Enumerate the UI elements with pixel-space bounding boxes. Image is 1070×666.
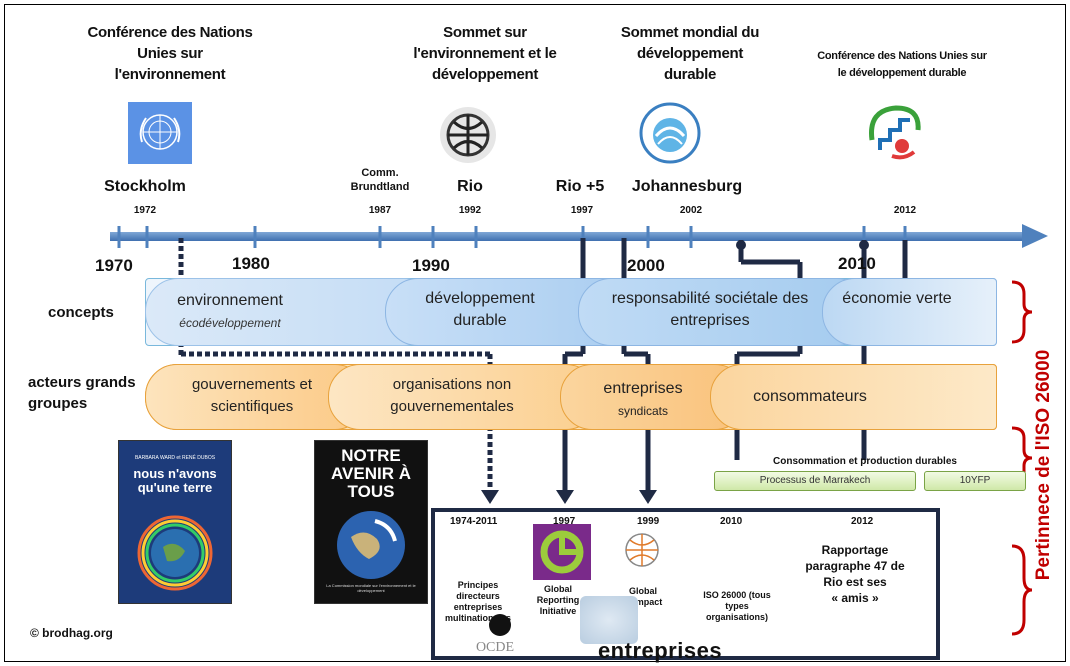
consommation-title: Consommation et production durables [773, 456, 957, 467]
year-1999: 1999 [637, 516, 660, 527]
decade-2000: 2000 [627, 256, 665, 275]
acteur-ong-text: organisations non gouvernementales [390, 376, 514, 415]
acteur-consommateurs-text: consommateurs [753, 388, 867, 405]
book-notre-avenir-a-tous: NOTRE AVENIR À TOUS La Commission mondia… [314, 440, 428, 604]
rio20-logo [862, 100, 926, 162]
rio5-label: Rio +5 [555, 178, 605, 195]
year-1997: 1997 [553, 516, 576, 527]
acteur-ong [328, 364, 598, 430]
diagram-frame [4, 4, 1066, 662]
10yfp-box: 10YFP [924, 471, 1026, 491]
iso-people-logo [580, 596, 638, 644]
rio-label: Rio [457, 178, 483, 195]
decade-2010: 2010 [838, 254, 876, 273]
year-2010: 2010 [720, 516, 743, 527]
decade-1980: 1980 [232, 254, 270, 273]
ocde-dot-icon [489, 614, 511, 636]
rio20-year: 2012 [893, 205, 917, 216]
un-flag-logo [128, 102, 192, 164]
decade-1990: 1990 [412, 256, 450, 275]
johannesburg-summit-logo [638, 100, 702, 166]
stockholm-year: 1972 [133, 205, 157, 216]
acteur-consommateurs [710, 364, 997, 430]
ocde-logo: OCDE [475, 640, 515, 655]
concept-rse-text: responsabilité sociétale des entreprises [611, 290, 809, 329]
book-nous-navons-quune-terre: BARBARA WARD et RENÉ DUBOS nous n'avons … [118, 440, 232, 604]
johannesburg-year: 2002 [679, 205, 703, 216]
row-label-concepts: concepts [48, 304, 114, 321]
stockholm-label: Stockholm [104, 178, 186, 195]
iso26000-side-label: Pertinnece de l'ISO 26000 [1033, 349, 1054, 581]
rio-globe-logo [437, 104, 499, 166]
concept-rse [578, 278, 870, 346]
decade-1970: 1970 [95, 256, 133, 275]
copyright: © brodhag.org [30, 626, 113, 640]
global-compact-logo [622, 530, 662, 570]
brundtland-year: 1987 [368, 205, 392, 216]
concept-economie-verte [822, 278, 997, 346]
entreprises-footer: entreprises [597, 638, 723, 663]
concept-dd-text: développement durable [425, 290, 535, 329]
acteur-gouvernements-text: gouvernements et scientifiques [191, 376, 313, 415]
rio5-year: 1997 [570, 205, 594, 216]
concept-ev-text: économie verte [842, 290, 952, 307]
gri-logo [533, 524, 591, 580]
rio-year: 1992 [458, 205, 482, 216]
marrakech-process: Processus de Marrakech [714, 471, 916, 491]
brundtland-label: Comm.Brundtland [350, 167, 410, 193]
year-1974-2011: 1974-2011 [450, 516, 498, 527]
year-2012: 2012 [851, 516, 874, 527]
johannesburg-label: Johannesburg [631, 178, 743, 195]
